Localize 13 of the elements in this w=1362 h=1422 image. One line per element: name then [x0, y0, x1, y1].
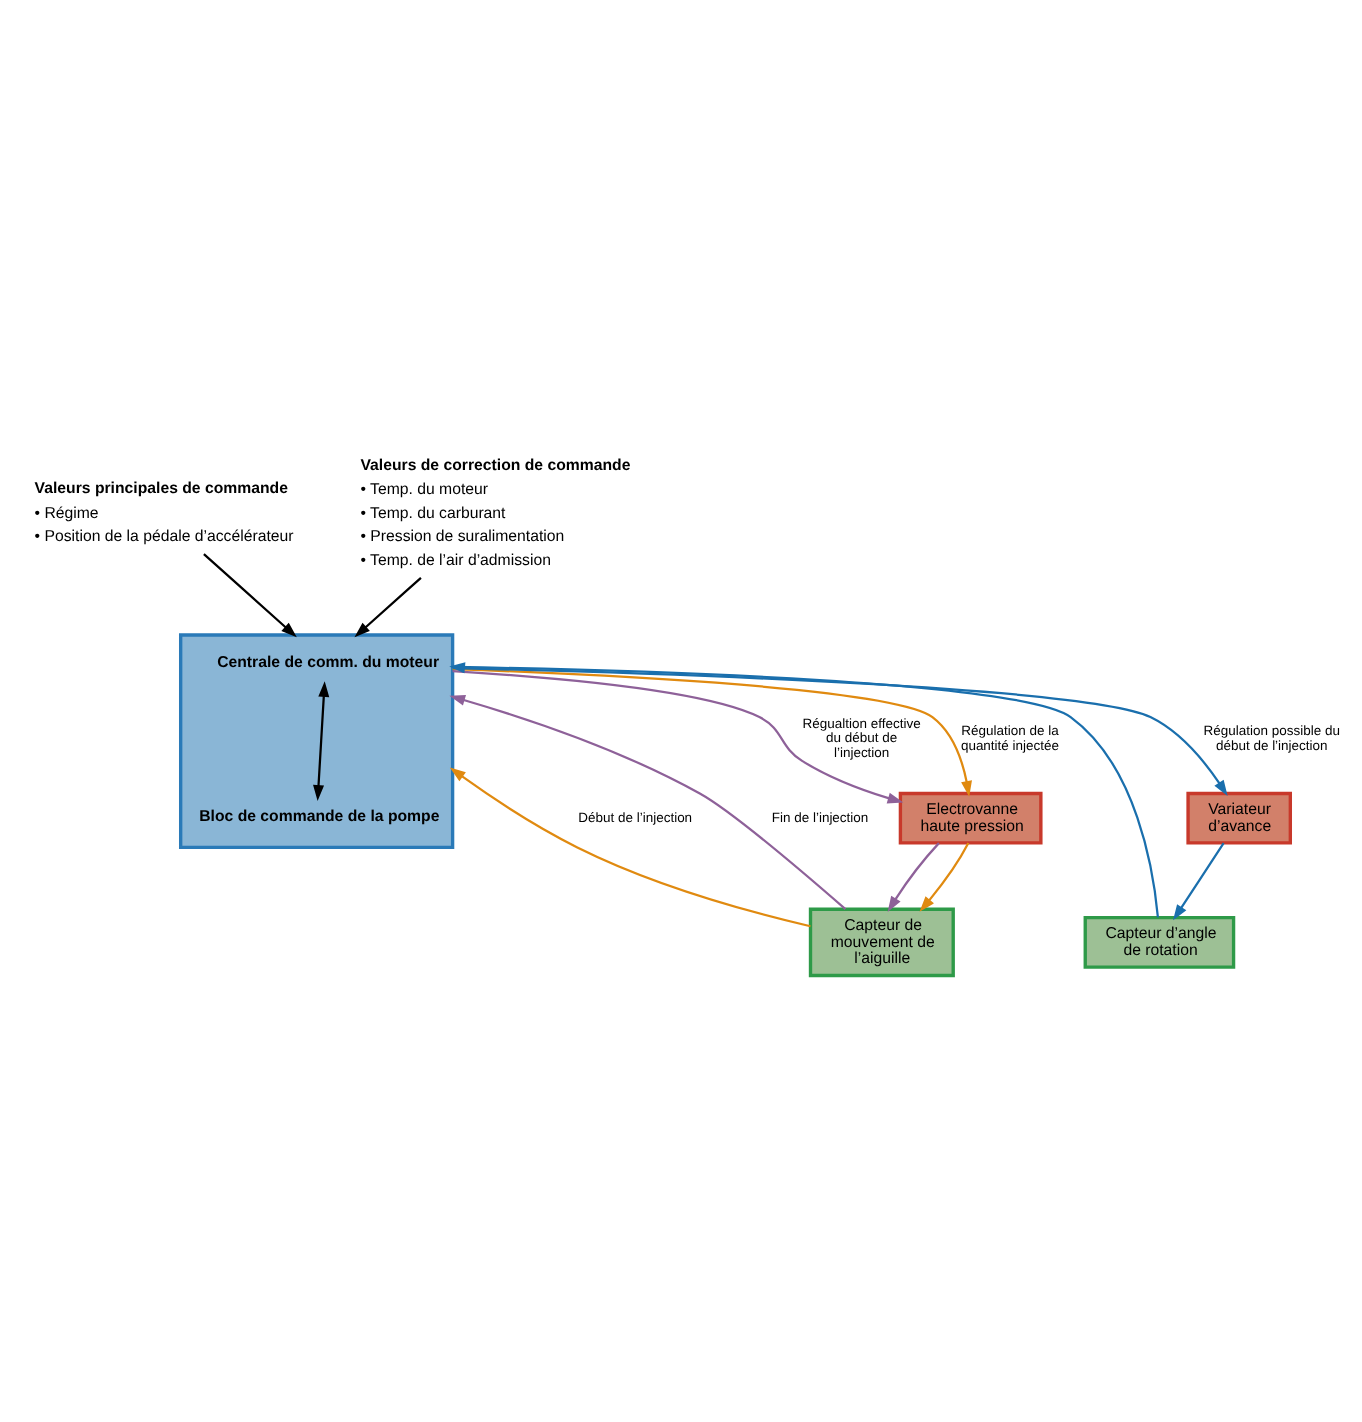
arrow — [449, 693, 847, 909]
arrow — [452, 666, 972, 796]
cluster — [179, 632, 455, 849]
arrow — [449, 661, 1160, 917]
arrow — [449, 766, 811, 927]
arrow — [452, 665, 1228, 796]
arrow — [887, 841, 940, 912]
arrow — [919, 841, 970, 911]
arrow — [452, 669, 904, 803]
arrow — [203, 552, 297, 637]
arrow — [354, 575, 422, 637]
arrow — [1173, 841, 1225, 920]
arrow — [313, 680, 330, 800]
